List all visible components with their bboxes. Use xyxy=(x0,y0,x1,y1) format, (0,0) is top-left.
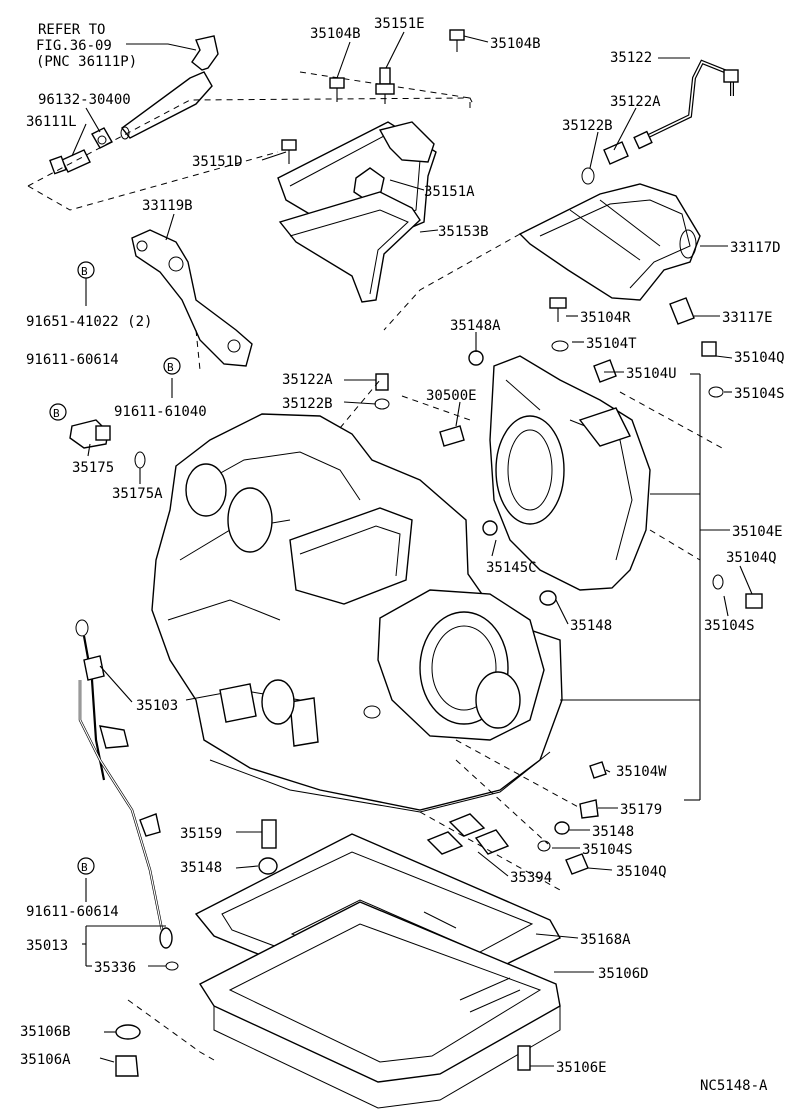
bracket xyxy=(131,229,253,371)
part-label: 33117D xyxy=(730,240,781,256)
oil-pipe xyxy=(581,59,739,185)
part-label: 35104W xyxy=(616,764,667,780)
part-label: 35122A xyxy=(610,94,661,110)
part-label: 35103 xyxy=(136,698,178,714)
part-label: 36111L xyxy=(26,114,77,130)
leader-lines xyxy=(71,31,753,1067)
callout-b-letter: B xyxy=(167,361,174,374)
callout-b-letter: B xyxy=(81,861,88,874)
part-label: 91651-41022 (2) xyxy=(26,314,152,330)
union-fitting xyxy=(49,127,113,175)
part-label: 35336 xyxy=(94,960,136,976)
part-label: 35104B xyxy=(490,36,541,52)
part-label: 35104S xyxy=(734,386,785,402)
shield-bolts xyxy=(549,297,695,325)
part-label: 35122A xyxy=(282,372,333,388)
filters xyxy=(115,813,531,1077)
bolts-top xyxy=(281,29,465,164)
part-label: 35179 xyxy=(620,802,662,818)
reference-note-line-3: (PNC 36111P) xyxy=(36,54,137,70)
part-label: 33117E xyxy=(722,310,773,326)
oil-pan-assembly xyxy=(127,833,561,1109)
reference-note-line-2: FIG.36-09 xyxy=(36,38,112,54)
part-label: 35151D xyxy=(192,154,243,170)
transaxle-housing xyxy=(489,355,723,591)
part-label: 96132-30400 xyxy=(38,92,131,108)
part-label: 35151A xyxy=(424,184,475,200)
part-label: 35104S xyxy=(582,842,633,858)
part-label: 35104Q xyxy=(734,350,785,366)
part-label: 35148 xyxy=(180,860,222,876)
part-labels: 96132-30400 36111L 35104B 35151E 35104B … xyxy=(20,16,785,1076)
oil-cooler-hose xyxy=(120,35,219,140)
reference-note: REFER TO FIG.36-09 (PNC 36111P) xyxy=(36,22,197,70)
part-label: 91611-60614 xyxy=(26,904,119,920)
part-label: 35104E xyxy=(732,524,783,540)
callout-b-3: B xyxy=(49,403,67,421)
callout-b-1: B xyxy=(77,261,95,279)
part-label: 35104T xyxy=(586,336,637,352)
part-label: 35122B xyxy=(562,118,613,134)
part-label: 91611-60614 xyxy=(26,352,119,368)
callout-b-2: B xyxy=(163,357,181,375)
transaxle-case xyxy=(151,413,563,813)
part-label: 35122 xyxy=(610,50,652,66)
part-label: 35151E xyxy=(374,16,425,32)
heat-shield xyxy=(383,183,701,331)
callout-b-4: B xyxy=(77,857,95,875)
part-label: 35104Q xyxy=(726,550,777,566)
diagram-code: NC5148-A xyxy=(700,1078,768,1094)
part-label: 35159 xyxy=(180,826,222,842)
housing-bolts xyxy=(374,340,763,875)
part-label: 91611-61040 xyxy=(114,404,207,420)
part-label: 35145C xyxy=(486,560,537,576)
part-label: 35104B xyxy=(310,26,361,42)
part-label: 35106E xyxy=(556,1060,607,1076)
part-label: 35148A xyxy=(450,318,501,334)
part-label: 35175A xyxy=(112,486,163,502)
part-label: 35168A xyxy=(580,932,631,948)
valve-body-cover xyxy=(277,121,437,303)
part-label: 35394 xyxy=(510,870,552,886)
speed-sensor xyxy=(69,419,146,469)
part-label: 35104R xyxy=(580,310,631,326)
callout-b-letter: B xyxy=(81,265,88,278)
part-label: 35122B xyxy=(282,396,333,412)
part-label: 30500E xyxy=(426,388,477,404)
part-label: 35106B xyxy=(20,1024,71,1040)
part-label: 35153B xyxy=(438,224,489,240)
part-label: 35148 xyxy=(592,824,634,840)
part-label: 33119B xyxy=(142,198,193,214)
part-label: 35104Q xyxy=(616,864,667,880)
part-label: 35148 xyxy=(570,618,612,634)
part-label: 35106D xyxy=(598,966,649,982)
part-label: 35104U xyxy=(626,366,677,382)
part-label: 35106A xyxy=(20,1052,71,1068)
part-label: 35175 xyxy=(72,460,114,476)
part-label: 35013 xyxy=(26,938,68,954)
callout-b-letter: B xyxy=(53,407,60,420)
reference-note-line-1: REFER TO xyxy=(38,22,105,38)
oil-dipstick xyxy=(75,619,179,971)
part-label: 35104S xyxy=(704,618,755,634)
